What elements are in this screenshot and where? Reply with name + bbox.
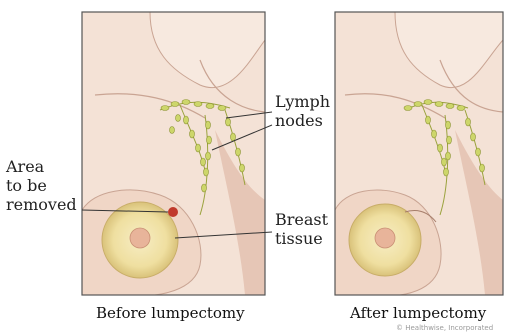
before-caption: Before lumpectomy — [96, 304, 245, 322]
copyright-credit: © Healthwise, Incorporated — [396, 324, 493, 332]
areola — [130, 228, 150, 248]
after-caption: After lumpectomy — [350, 304, 486, 322]
after-panel — [335, 12, 503, 296]
area-removed-label-line-2: to be — [6, 176, 77, 195]
area-removed-label-line-1: Area — [6, 157, 77, 176]
tumor-area — [168, 207, 178, 217]
breast-tissue-label: Breast tissue — [275, 210, 328, 248]
lymph-nodes-label-line-2: nodes — [275, 111, 330, 130]
areola — [375, 228, 395, 248]
area-removed-label: Area to be removed — [6, 157, 77, 214]
breast-tissue-label-line-1: Breast — [275, 210, 328, 229]
lymph-nodes-label: Lymph nodes — [275, 92, 330, 130]
breast-tissue-label-line-2: tissue — [275, 229, 328, 248]
before-panel — [82, 12, 265, 296]
lymph-nodes-label-line-1: Lymph — [275, 92, 330, 111]
area-removed-label-line-3: removed — [6, 195, 77, 214]
